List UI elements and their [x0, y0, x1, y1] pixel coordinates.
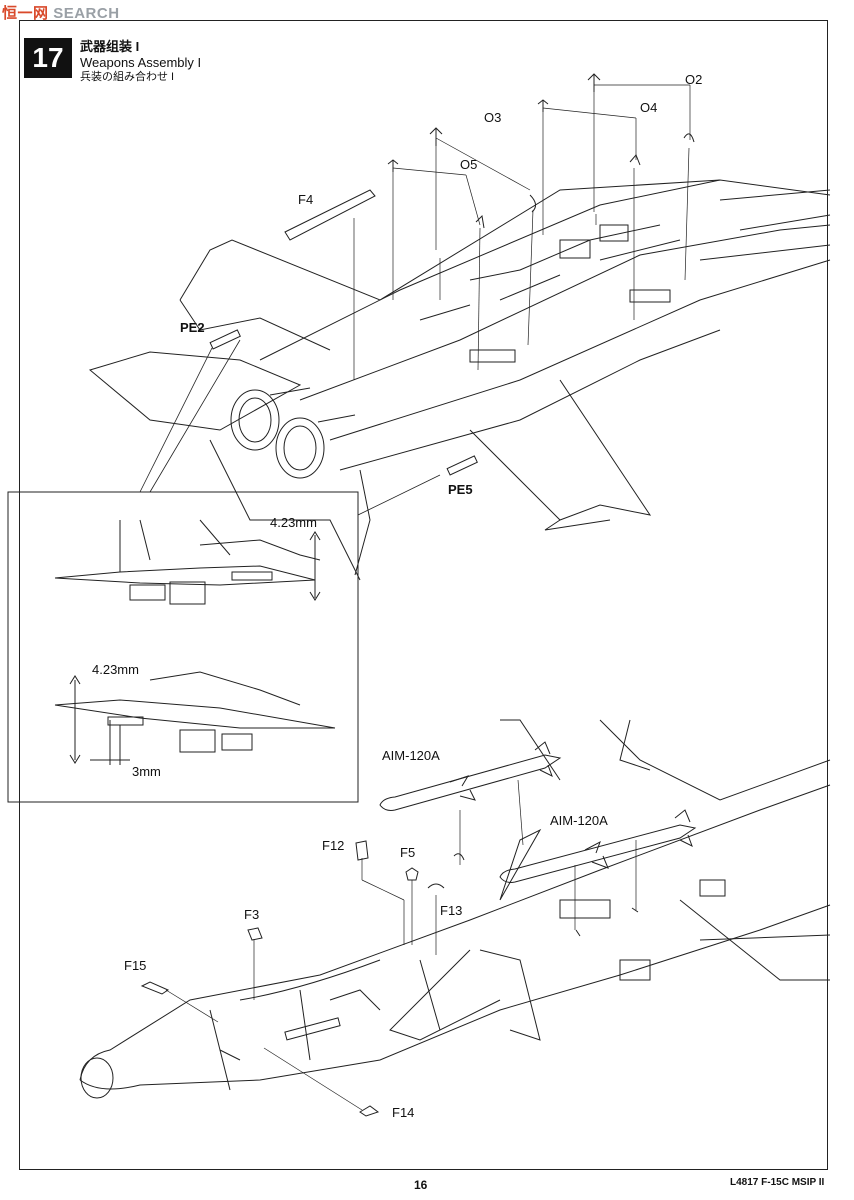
missiles — [379, 741, 697, 883]
part-label-f14: F14 — [392, 1105, 415, 1120]
upper-aircraft-illustration — [88, 179, 831, 581]
part-label-o4: O4 — [640, 100, 658, 115]
page-frame — [19, 20, 828, 1170]
lower-aircraft-illustration — [79, 719, 831, 1099]
part-label-f12: F12 — [322, 838, 345, 853]
product-code: L4817 F-15C MSIP II — [730, 1177, 825, 1188]
part-label-aim120a-upper: AIM-120A — [382, 748, 440, 763]
step-title-jp: 兵装の組み合わせ I — [80, 71, 175, 83]
part-label-pe2: PE2 — [180, 320, 205, 335]
zoom-lines — [139, 339, 441, 516]
part-label-f15: F15 — [124, 958, 147, 973]
upper-leader-lines — [353, 84, 691, 380]
step-title-cn: 武器组装 I — [80, 39, 140, 54]
upper-small-parts — [209, 73, 695, 476]
part-label-o5: O5 — [460, 157, 478, 172]
part-label-f3: F3 — [244, 907, 260, 922]
part-label-pe5: PE5 — [448, 482, 473, 497]
dimension-middle: 4.23mm — [92, 662, 139, 677]
page-number: 16 — [414, 1178, 428, 1192]
part-label-f4: F4 — [298, 192, 314, 207]
part-label-o2: O2 — [685, 72, 703, 87]
step-title-en: Weapons Assembly I — [80, 55, 202, 70]
detail-box — [7, 491, 359, 803]
part-label-aim120a-lower: AIM-120A — [550, 813, 608, 828]
part-label-f5: F5 — [400, 845, 416, 860]
part-label-o3: O3 — [484, 110, 502, 125]
dimension-top: 4.23mm — [270, 515, 317, 530]
lower-leader-lines — [165, 779, 637, 1111]
watermark: 恒一网 SEARCH — [2, 5, 120, 22]
part-label-f13: F13 — [440, 903, 463, 918]
dimension-bottom: 3mm — [132, 764, 161, 779]
lower-small-parts — [140, 840, 639, 1117]
step-number: 17 — [24, 38, 72, 78]
